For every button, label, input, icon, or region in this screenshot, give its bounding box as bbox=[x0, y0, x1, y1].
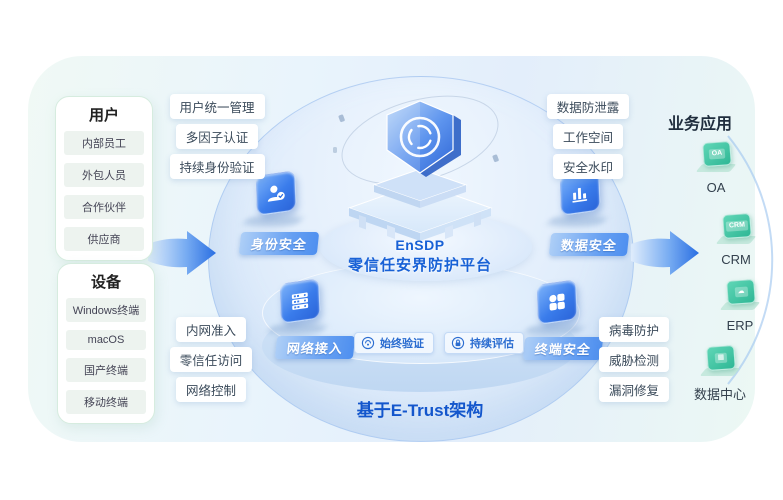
feature-pill: 安全水印 bbox=[552, 154, 623, 179]
feature-pill: 用户统一管理 bbox=[169, 94, 265, 119]
feature-pill: 漏洞修复 bbox=[598, 377, 669, 402]
identity-label: 身份安全 bbox=[238, 232, 320, 255]
feature-pill: 数据防泄露 bbox=[546, 94, 630, 119]
app-screen-text: ☁ bbox=[734, 286, 748, 298]
app-oa: OA OA bbox=[676, 141, 756, 195]
user-item: 内部员工 bbox=[64, 131, 144, 155]
feature-pill: 持续身份验证 bbox=[169, 154, 265, 179]
endpoint-feature-list: 病毒防护 威胁检测 漏洞修复 bbox=[590, 317, 678, 407]
app-datacenter: ▦ 数据中心 bbox=[680, 345, 760, 403]
feature-pill: 威胁检测 bbox=[598, 347, 669, 372]
app-label: ERP bbox=[726, 318, 754, 333]
device-item: 国产终端 bbox=[66, 358, 146, 382]
feature-pill: 工作空间 bbox=[552, 124, 623, 149]
laptop-icon: OA bbox=[695, 141, 737, 174]
business-apps-title: 业务应用 bbox=[667, 116, 732, 133]
app-label: OA bbox=[706, 180, 726, 195]
app-label: 数据中心 bbox=[693, 387, 746, 402]
pedestal-top bbox=[372, 168, 468, 208]
app-crm: CRM CRM bbox=[696, 213, 776, 267]
server-icon bbox=[291, 292, 309, 310]
feature-pill: 网络控制 bbox=[175, 377, 246, 402]
app-screen-text: ▦ bbox=[714, 352, 728, 364]
user-check-icon bbox=[267, 185, 285, 202]
data-label: 数据安全 bbox=[548, 233, 630, 256]
feature-pill: 零信任访问 bbox=[169, 347, 253, 372]
feature-pill: 病毒防护 bbox=[598, 317, 669, 342]
network-feature-list: 内网准入 零信任访问 网络控制 bbox=[166, 317, 256, 407]
platform-name: EnSDP bbox=[395, 237, 445, 253]
identity-tile bbox=[255, 170, 297, 216]
verify-icon bbox=[361, 336, 375, 350]
identity-feature-list: 用户统一管理 多因子认证 持续身份验证 bbox=[169, 94, 265, 184]
app-screen-text: OA bbox=[708, 148, 726, 160]
data-feature-list: 数据防泄露 工作空间 安全水印 bbox=[543, 94, 633, 184]
laptop-grid-icon: ▦ bbox=[699, 345, 741, 378]
users-panel: 用户 内部员工 外包人员 合作伙伴 供应商 bbox=[55, 96, 153, 261]
network-tile bbox=[279, 278, 321, 324]
flow-arrow-left bbox=[148, 231, 216, 275]
network-label: 网络接入 bbox=[274, 336, 356, 359]
feature-pill: 多因子认证 bbox=[175, 124, 259, 149]
device-item: 移动终端 bbox=[66, 390, 146, 414]
badge-label: 始终验证 bbox=[380, 338, 424, 350]
users-panel-title: 用户 bbox=[88, 107, 119, 124]
platform-badges: 始终验证 持续评估 bbox=[354, 332, 524, 354]
laptop-cloud-icon: ☁ bbox=[719, 279, 761, 312]
devices-panel-title: 设备 bbox=[90, 274, 121, 291]
shield-pedestal-illustration bbox=[333, 95, 499, 241]
laptop-icon: CRM bbox=[715, 213, 757, 246]
user-item: 供应商 bbox=[64, 227, 144, 251]
user-item: 合作伙伴 bbox=[64, 195, 144, 219]
assess-badge: 持续评估 bbox=[444, 332, 524, 354]
user-item: 外包人员 bbox=[64, 163, 144, 187]
shield-icon bbox=[386, 100, 461, 177]
platform-title: EnSDP 零信任安界防护平台 bbox=[320, 237, 520, 275]
device-item: Windows终端 bbox=[66, 298, 146, 322]
app-screen-text: CRM bbox=[725, 220, 749, 232]
endpoint-tile bbox=[536, 279, 578, 325]
device-item: macOS bbox=[66, 330, 146, 350]
flow-arrow-right bbox=[631, 231, 699, 275]
app-grid-icon bbox=[549, 293, 565, 311]
bar-chart-icon bbox=[572, 187, 588, 203]
app-erp: ☁ ERP bbox=[700, 279, 780, 333]
data-tile bbox=[559, 170, 601, 216]
feature-pill: 内网准入 bbox=[175, 317, 246, 342]
badge-label: 持续评估 bbox=[470, 338, 514, 350]
decorative-arc bbox=[727, 135, 774, 385]
devices-panel: 设备 Windows终端 macOS 国产终端 移动终端 bbox=[57, 263, 155, 424]
platform-subtitle: 零信任安界防护平台 bbox=[347, 257, 492, 274]
verify-badge: 始终验证 bbox=[354, 332, 434, 354]
app-label: CRM bbox=[721, 252, 751, 267]
lock-icon bbox=[451, 336, 465, 350]
architecture-note: 基于E-Trust架构 bbox=[356, 401, 484, 420]
